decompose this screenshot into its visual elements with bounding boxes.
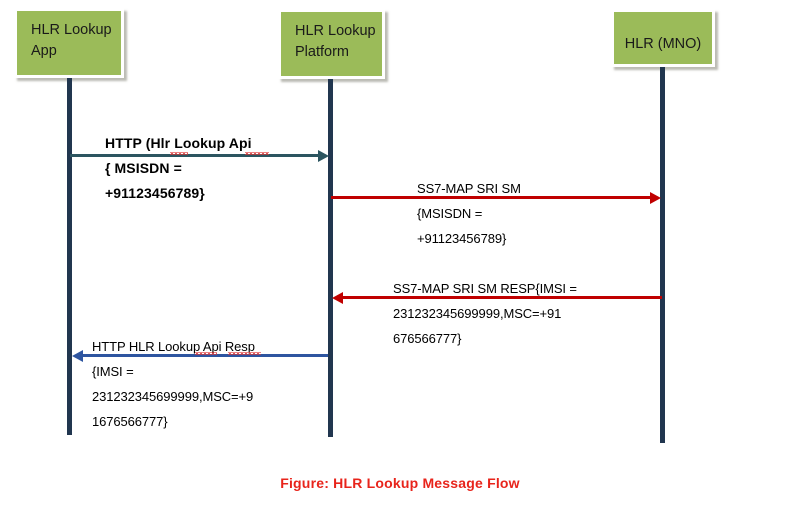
- message-arrowhead-http-hlr-lookup-api-response: [72, 349, 83, 362]
- participant-label-hlr-lookup-platform: HLR Lookup Platform: [295, 23, 376, 60]
- participant-box-hlr-lookup-platform[interactable]: HLR Lookup Platform: [278, 9, 385, 79]
- message-label-ss7-map-sri-sm-response: SS7-MAP SRI SM RESP{IMSI = 2312323456999…: [393, 281, 577, 346]
- participant-label-hlr-lookup-app: HLR Lookup App: [31, 22, 112, 59]
- participant-box-hlr-mno[interactable]: HLR (MNO): [611, 9, 715, 67]
- spellcheck-underline-api-resp: [195, 352, 217, 355]
- spellcheck-underline-hlr: [170, 152, 188, 155]
- message-label-http-hlr-lookup-api-response: HTTP HLR Lookup Api Resp {IMSI = 2312323…: [92, 339, 255, 429]
- message-arrow-ss7-map-sri-sm-response[interactable]: [342, 296, 662, 299]
- message-arrow-http-hlr-lookup-api-request[interactable]: [70, 154, 320, 157]
- message-arrowhead-http-hlr-lookup-api-request: [318, 149, 329, 162]
- message-label-ss7-map-sri-sm-request: SS7-MAP SRI SM {MSISDN = +91123456789}: [417, 181, 521, 246]
- participant-box-hlr-lookup-app[interactable]: HLR Lookup App: [14, 8, 124, 78]
- spellcheck-underline-resp: [228, 352, 261, 355]
- lifeline-hlr-lookup-app: [67, 78, 72, 435]
- message-arrow-http-hlr-lookup-api-response[interactable]: [82, 354, 328, 357]
- figure-caption: Figure: HLR Lookup Message Flow: [280, 475, 520, 491]
- lifeline-hlr-mno: [660, 67, 665, 443]
- spellcheck-underline-api: [245, 152, 269, 155]
- message-label-http-hlr-lookup-api-request: HTTP (Hlr Lookup Api { MSISDN = +9112345…: [105, 135, 252, 201]
- message-arrowhead-ss7-map-sri-sm-response: [332, 291, 343, 304]
- message-arrowhead-ss7-map-sri-sm-request: [650, 191, 661, 204]
- message-arrow-ss7-map-sri-sm-request[interactable]: [331, 196, 652, 199]
- lifeline-hlr-lookup-platform: [328, 79, 333, 437]
- participant-label-hlr-mno: HLR (MNO): [624, 36, 702, 52]
